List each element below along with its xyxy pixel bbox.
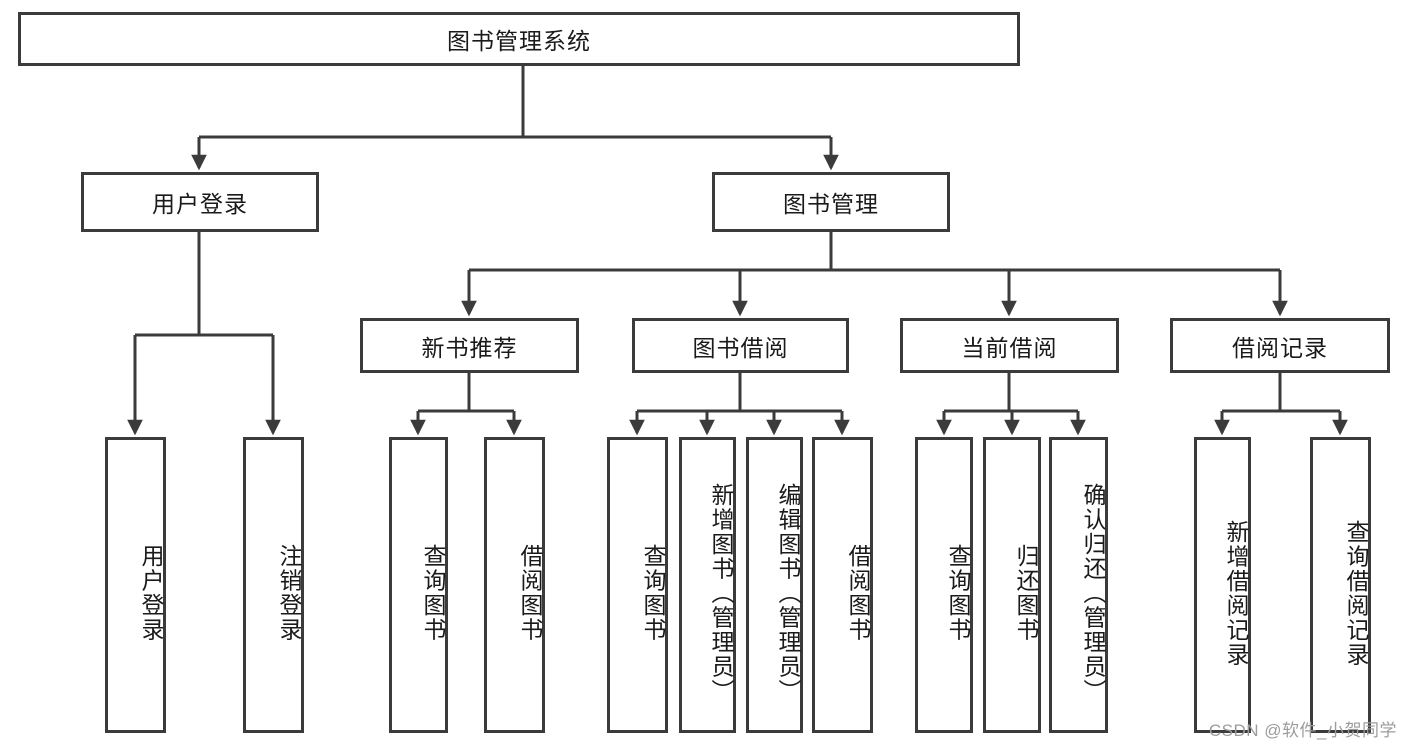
- leaf-add-borrow-record[interactable]: 新增借阅记录: [1194, 437, 1251, 733]
- leaf-add-book-admin[interactable]: 新增图书（管理员）: [679, 437, 736, 733]
- node-label: 借阅图书: [517, 544, 543, 642]
- watermark: CSDN @软件_小贺同学: [1208, 721, 1397, 740]
- leaf-query-book-borrow[interactable]: 查询图书: [607, 437, 668, 733]
- node-label: 归还图书: [1013, 544, 1039, 642]
- node-label: 查询借阅记录: [1343, 519, 1369, 667]
- node-label: 图书管理: [783, 191, 879, 217]
- node-label: 图书借阅: [692, 334, 789, 361]
- node-label: 新增图书（管理员）: [708, 482, 734, 704]
- node-root[interactable]: 图书管理系统: [18, 12, 1020, 66]
- node-new-book-recommend[interactable]: 新书推荐: [360, 318, 579, 373]
- node-label: 新增借阅记录: [1223, 519, 1249, 667]
- node-current-borrow[interactable]: 当前借阅: [900, 318, 1119, 373]
- node-label: 查询图书: [640, 544, 666, 642]
- node-label: 确认归还（管理员）: [1080, 482, 1106, 704]
- node-label: 当前借阅: [961, 334, 1058, 361]
- node-book-management[interactable]: 图书管理: [712, 172, 950, 232]
- node-label: 查询图书: [420, 544, 446, 642]
- node-label: 借阅记录: [1232, 334, 1328, 361]
- leaf-borrow-book[interactable]: 借阅图书: [812, 437, 873, 733]
- node-label: 查询图书: [945, 544, 971, 642]
- leaf-return-book[interactable]: 归还图书: [983, 437, 1041, 733]
- leaf-query-book-recommend[interactable]: 查询图书: [389, 437, 448, 733]
- node-label: 用户登录: [152, 191, 248, 217]
- leaf-logout[interactable]: 注销登录: [243, 437, 304, 733]
- node-book-borrow[interactable]: 图书借阅: [632, 318, 849, 373]
- node-label: 注销登录: [276, 544, 302, 642]
- leaf-borrow-book-recommend[interactable]: 借阅图书: [484, 437, 545, 733]
- node-label: 图书管理系统: [447, 28, 591, 54]
- node-label: 借阅图书: [845, 544, 871, 642]
- node-user-login[interactable]: 用户登录: [81, 172, 319, 232]
- leaf-confirm-return-admin[interactable]: 确认归还（管理员）: [1049, 437, 1108, 733]
- node-label: 编辑图书（管理员）: [775, 482, 801, 704]
- leaf-user-login[interactable]: 用户登录: [105, 437, 166, 733]
- leaf-edit-book-admin[interactable]: 编辑图书（管理员）: [746, 437, 803, 733]
- node-label: 用户登录: [138, 544, 164, 642]
- node-label: 新书推荐: [421, 334, 518, 361]
- leaf-query-book-current[interactable]: 查询图书: [915, 437, 973, 733]
- node-borrow-record[interactable]: 借阅记录: [1170, 318, 1390, 373]
- leaf-query-borrow-record[interactable]: 查询借阅记录: [1310, 437, 1371, 733]
